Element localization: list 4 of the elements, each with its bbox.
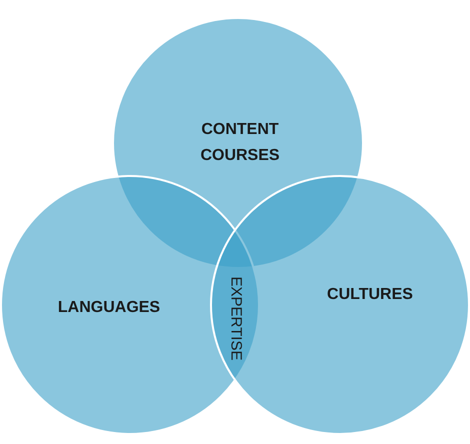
overlap-label: EXPERTISE — [227, 276, 244, 360]
circle-label: LANGUAGES — [56, 298, 162, 318]
circle-label: CONTENT COURSES — [199, 120, 281, 166]
circle-label: CULTURES — [326, 285, 414, 305]
